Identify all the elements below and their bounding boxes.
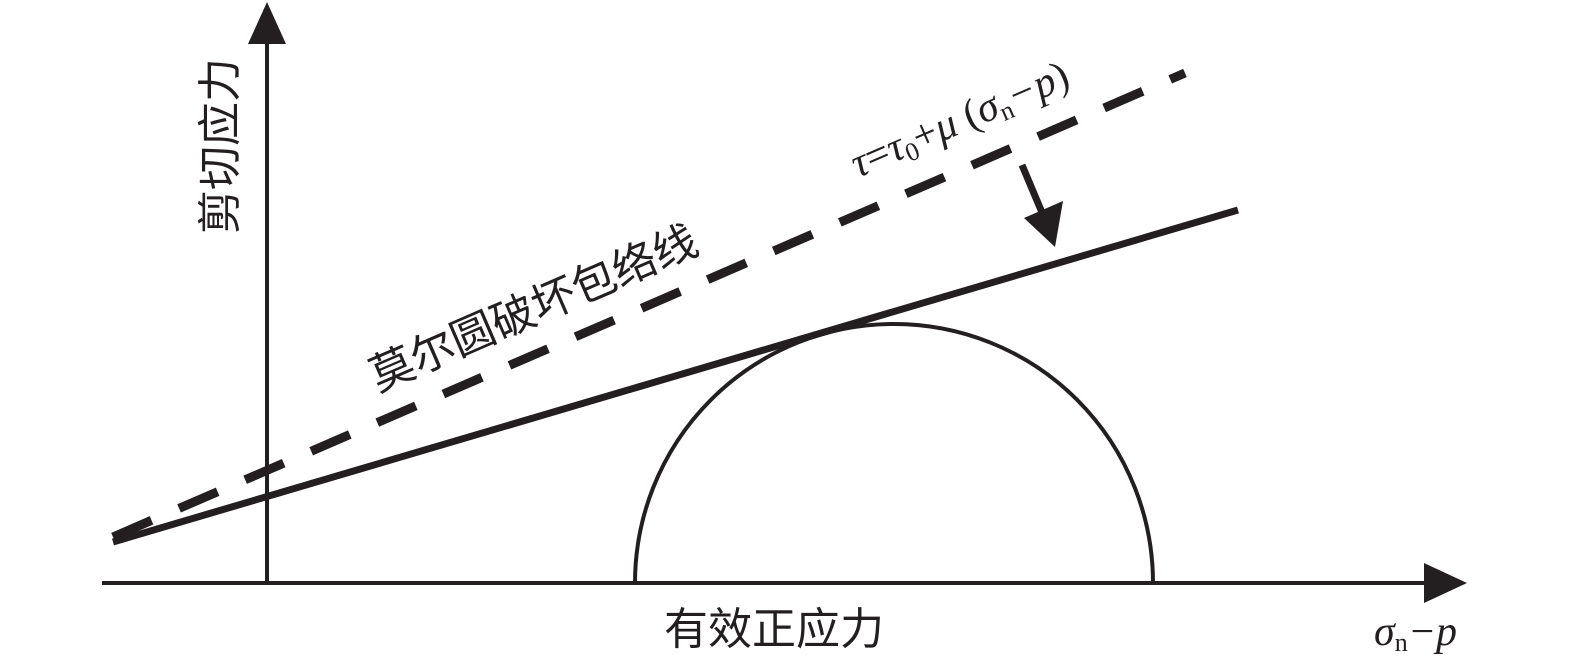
formula: τ=τ0+μ (σn−p) [844,52,1077,189]
mohr-circle [633,322,1155,584]
y-axis-arrowhead [248,2,286,44]
x-rest: −p [1408,609,1457,655]
y-axis-label: 剪切应力 [195,58,246,234]
failure-envelope-dashed [111,68,1187,542]
svg-text:τ=τ0+μ (σn−p): τ=τ0+μ (σn−p) [844,52,1077,189]
x-sigma: σ [1374,609,1397,655]
failure-envelope-solid [112,206,1239,546]
x-axis-arrowhead [1424,563,1467,603]
x-axis-symbol: σn−p [1374,609,1457,657]
shift-arrow [1018,163,1063,247]
x-axis-label: 有效正应力 [664,604,884,655]
axes [102,2,1467,603]
x-sub: n [1395,628,1408,657]
envelope-label: 莫尔圆破坏包络线 [362,215,705,402]
